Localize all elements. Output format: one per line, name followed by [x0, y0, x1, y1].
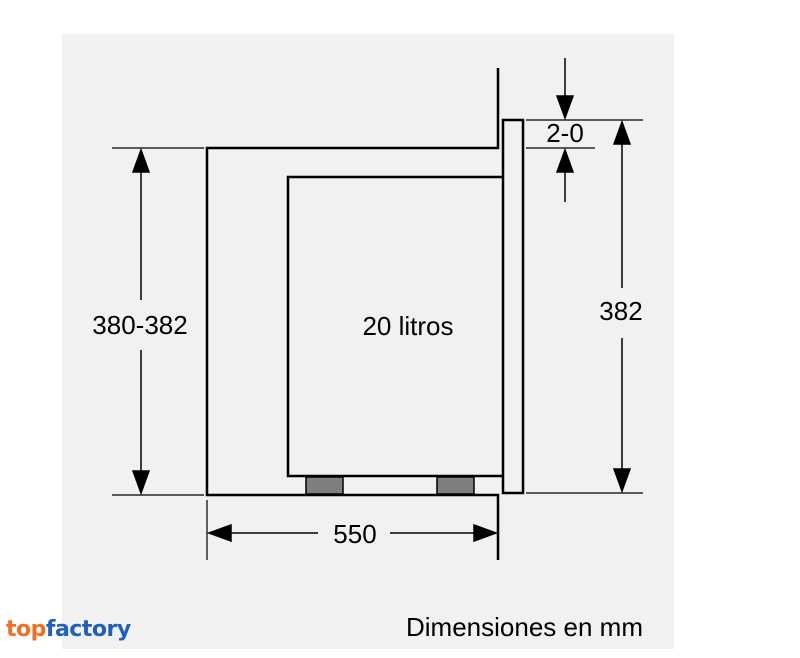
left-foot	[305, 476, 344, 495]
logo-part-factory: factory	[45, 617, 131, 642]
microwave-body	[286, 175, 502, 478]
width-label: 550	[333, 519, 376, 549]
topfactory-logo: topfactory	[6, 617, 131, 642]
arrowhead-right	[473, 523, 499, 543]
gap-arrowhead-up	[555, 147, 575, 173]
arrowhead-left	[206, 523, 232, 543]
capacity-label: 20 litros	[362, 311, 453, 341]
height-range-label: 380-382	[92, 310, 187, 340]
arrowhead-up-right	[612, 119, 632, 145]
units-caption: Dimensiones en mm	[406, 612, 643, 642]
diagram-background	[62, 34, 674, 649]
arrowhead-up-left	[131, 147, 151, 173]
front-panel	[501, 118, 525, 495]
logo-part-top: top	[6, 617, 46, 642]
cabinet-niche-outline	[205, 68, 500, 560]
gap-arrowhead-down	[555, 95, 575, 121]
right-foot	[436, 476, 475, 495]
arrowhead-down-left	[131, 470, 151, 496]
gap-label: 2-0	[546, 118, 584, 148]
arrowhead-down-right	[612, 468, 632, 494]
panel-height-label: 382	[599, 296, 642, 326]
